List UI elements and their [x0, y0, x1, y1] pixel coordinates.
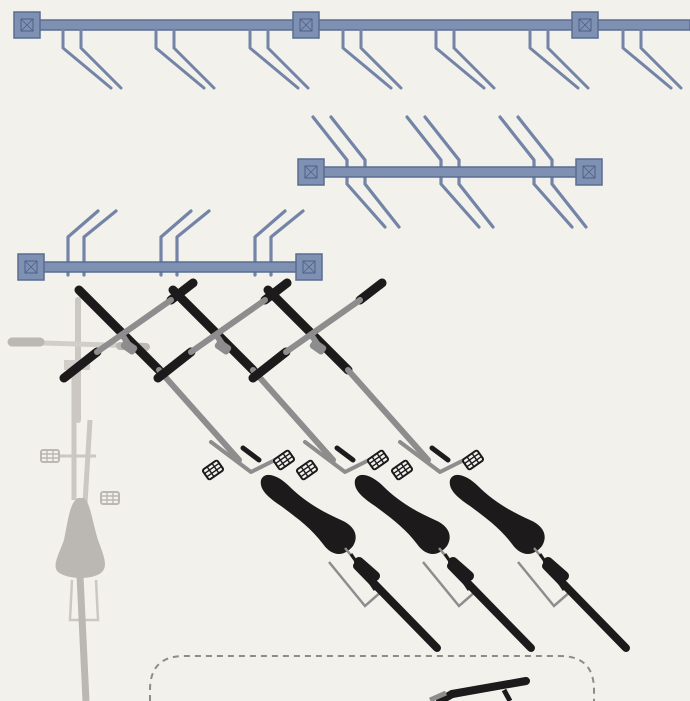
rack-bracket-icon: [297, 158, 325, 186]
rack-bracket-icon: [292, 11, 320, 39]
lower-rack-bar: [30, 261, 310, 273]
top-rack-loop: [434, 28, 496, 90]
top-rack-loop: [154, 28, 216, 90]
middle-rack-bar: [310, 166, 590, 178]
rack-bracket-icon: [17, 253, 45, 281]
bike-pedal-icon: [40, 449, 60, 463]
rack-bracket-icon: [575, 158, 603, 186]
top-rack-loop: [61, 28, 123, 90]
middle-wall-rack: [297, 115, 603, 229]
background-bike: [7, 297, 150, 701]
rack-bracket-icon: [571, 11, 599, 39]
lower-wall-rack: [17, 209, 323, 281]
bike-saddle-icon: [55, 498, 105, 578]
bike-pedal-icon: [100, 491, 120, 505]
dashed-parking-zone: [149, 655, 595, 701]
top-wall-rack: [13, 11, 690, 90]
rack-bracket-icon: [13, 11, 41, 39]
bike-handlebar-icon: [436, 677, 530, 701]
parked-bikes: [64, 283, 626, 648]
rack-bracket-icon: [295, 253, 323, 281]
top-rack-loop: [621, 28, 683, 90]
top-rack-loop: [341, 28, 403, 90]
